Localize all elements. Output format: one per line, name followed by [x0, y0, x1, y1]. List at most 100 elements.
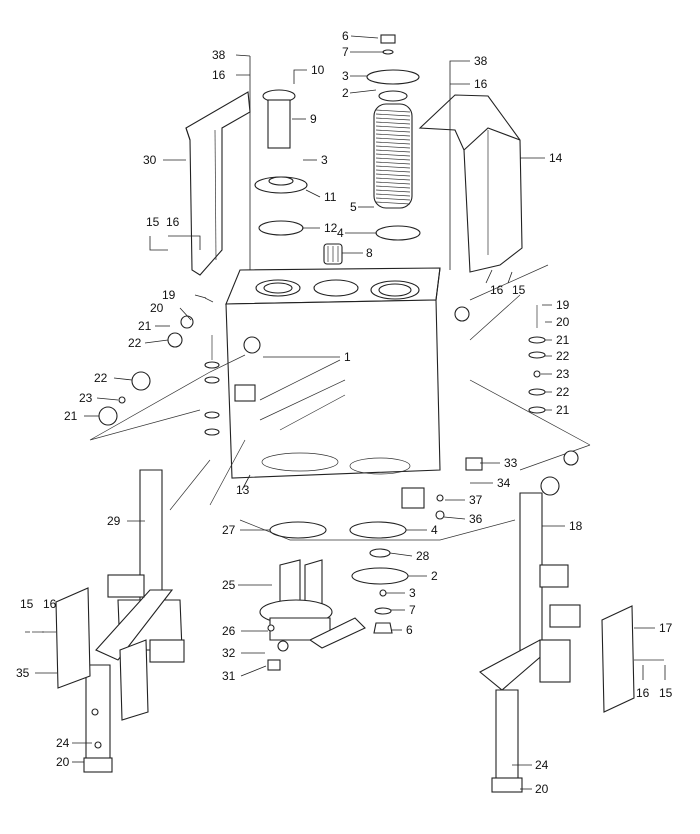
callout-38: 38 — [474, 54, 488, 68]
callout-16: 16 — [636, 686, 650, 700]
callout-7: 7 — [409, 603, 416, 617]
left-frame-29 — [83, 469, 185, 773]
hydraulic-tank — [225, 267, 483, 520]
callout-21: 21 — [64, 409, 78, 423]
callout-5: 5 — [350, 200, 357, 214]
callout-33: 33 — [504, 456, 518, 470]
callout-38: 38 — [212, 48, 226, 62]
filter-coil-line — [375, 157, 411, 161]
filter-coil-line — [375, 153, 411, 157]
callout-4: 4 — [431, 523, 438, 537]
callout-21: 21 — [556, 403, 570, 417]
callout-21: 21 — [556, 333, 570, 347]
callout-4: 4 — [337, 226, 344, 240]
callout-16: 16 — [474, 77, 488, 91]
side-panel-14 — [418, 94, 523, 273]
callout-17: 17 — [659, 621, 673, 635]
filter-coil-line — [375, 141, 411, 145]
callout-30: 30 — [143, 153, 157, 167]
callout-11: 11 — [324, 190, 337, 204]
left-mount-hardware — [98, 297, 220, 436]
callout-22: 22 — [556, 385, 570, 399]
assembly-guide-lines — [89, 264, 591, 541]
filter-coil-line — [375, 173, 411, 177]
filter-coil-line — [375, 133, 411, 137]
callout-24: 24 — [56, 736, 70, 750]
callout-3: 3 — [409, 586, 416, 600]
gasket-27 — [269, 521, 327, 539]
side-panel-30 — [185, 91, 251, 276]
callout-15: 15 — [146, 215, 160, 229]
callout-18: 18 — [569, 519, 583, 533]
callout-16: 16 — [490, 283, 504, 297]
filter-coil-line — [375, 145, 411, 149]
side-plate-35 — [32, 587, 149, 721]
callout-6: 6 — [406, 623, 413, 637]
callout-34: 34 — [497, 476, 511, 490]
filter-coil-line — [375, 109, 411, 113]
filter-coil-line — [375, 201, 411, 205]
callout-8: 8 — [366, 246, 373, 260]
right-frame-18 — [479, 492, 581, 793]
callout-2: 2 — [431, 569, 438, 583]
filter-coil-line — [375, 129, 411, 133]
callout-16: 16 — [166, 215, 180, 229]
callout-22: 22 — [556, 349, 570, 363]
callout-37: 37 — [469, 493, 483, 507]
callout-19: 19 — [556, 298, 570, 312]
callout-6: 6 — [342, 29, 349, 43]
suction-filter-assembly — [254, 89, 308, 236]
filter-coil-line — [375, 121, 411, 125]
callout-31: 31 — [222, 669, 236, 683]
callout-14: 14 — [549, 151, 563, 165]
filter-coil-line — [375, 117, 411, 121]
return-filter-assembly — [366, 34, 421, 241]
filter-coil-line — [375, 185, 411, 189]
filter-coil-line — [375, 149, 411, 153]
suction-manifold-25 — [259, 559, 366, 671]
filter-coil-line — [375, 161, 411, 165]
filter-coil-line — [375, 193, 411, 197]
callout-16: 16 — [212, 68, 226, 82]
bottom-cover-assembly — [351, 548, 409, 634]
callout-26: 26 — [222, 624, 236, 638]
callout-35: 35 — [16, 666, 30, 680]
callout-32: 32 — [222, 646, 236, 660]
callout-27: 27 — [222, 523, 236, 537]
callout-15: 15 — [512, 283, 526, 297]
callout-20: 20 — [150, 301, 164, 315]
callout-2: 2 — [342, 86, 349, 100]
gasket-4 — [349, 521, 407, 539]
callout-24: 24 — [535, 758, 549, 772]
callout-28: 28 — [416, 549, 430, 563]
filter-coil-line — [375, 165, 411, 169]
callout-3: 3 — [321, 153, 328, 167]
filter-coil-line — [375, 113, 411, 117]
callout-29: 29 — [107, 514, 121, 528]
callout-36: 36 — [469, 512, 483, 526]
callout-22: 22 — [128, 336, 142, 350]
filter-coil-line — [375, 189, 411, 193]
callout-13: 13 — [236, 483, 250, 497]
filter-coil-line — [375, 169, 411, 173]
callout-7: 7 — [342, 45, 349, 59]
callout-21: 21 — [138, 319, 152, 333]
callout-1: 1 — [344, 350, 351, 364]
filter-coil-line — [375, 177, 411, 181]
callout-3: 3 — [342, 69, 349, 83]
callout-19: 19 — [162, 288, 176, 302]
callout-15: 15 — [659, 686, 673, 700]
callout-16: 16 — [43, 597, 57, 611]
callout-labels: 6 7 3 2 38 16 10 9 3 11 30 12 5 4 8 15 1… — [16, 29, 673, 796]
callout-23: 23 — [79, 391, 93, 405]
side-plate-17 — [601, 605, 664, 713]
filter-coil-line — [375, 137, 411, 141]
callout-25: 25 — [222, 578, 236, 592]
callout-20: 20 — [556, 315, 570, 329]
callout-15: 15 — [20, 597, 34, 611]
callout-22: 22 — [94, 371, 108, 385]
filter-coil-line — [375, 181, 411, 185]
callout-10: 10 — [311, 63, 325, 77]
callout-12: 12 — [324, 221, 338, 235]
